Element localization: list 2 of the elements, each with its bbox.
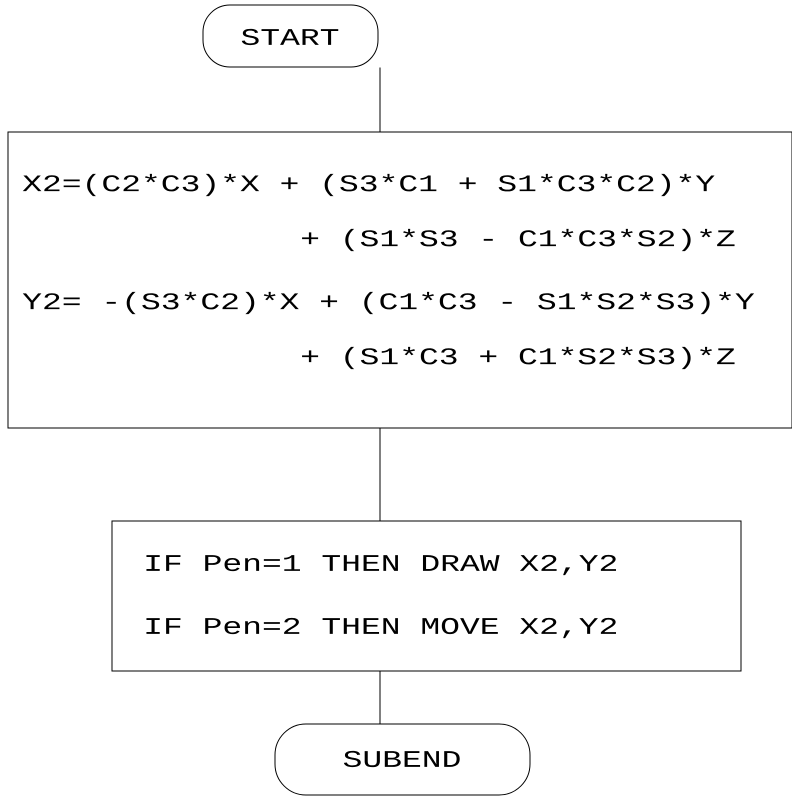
process-box: X2=(C2*C3)*X + (S3*C1 + S1*C3*C2)*Y + (S1*S3 - C1*C3*S2)*Z Y2= -(S3*C2)*X + (C1*C3 - S1*S2*S3)*Y + (S1*C3 + C1*S2*S3)*Z [8,132,792,428]
process-box: IF Pen=1 THEN DRAW X2,Y2 IF Pen=2 THEN MOVE X2,Y2 [112,520,742,672]
